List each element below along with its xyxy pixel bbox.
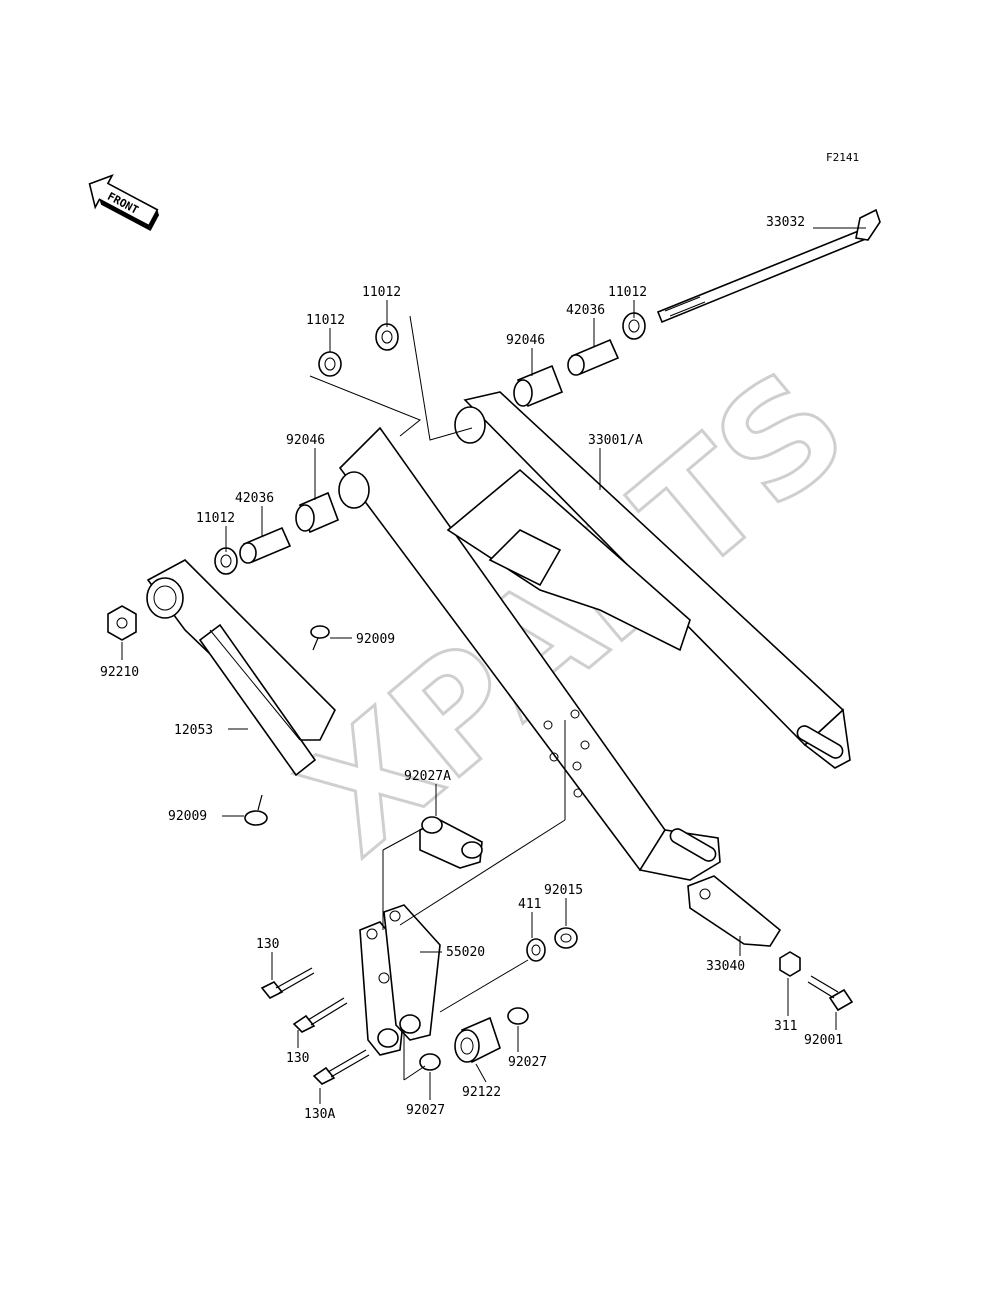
swingarm-body bbox=[338, 391, 851, 881]
bearing-92046-left bbox=[295, 491, 340, 534]
bolt-130A bbox=[312, 1049, 370, 1085]
label-92027A: 92027A bbox=[404, 769, 451, 784]
label-12053: 12053 bbox=[174, 723, 213, 738]
label-92210: 92210 bbox=[100, 665, 139, 680]
label-42036-right: 42036 bbox=[566, 303, 605, 318]
leader-lines bbox=[121, 227, 866, 1104]
label-11012-left: 11012 bbox=[196, 511, 235, 526]
collar-92122 bbox=[454, 1016, 501, 1064]
label-92009-upper: 92009 bbox=[356, 632, 395, 647]
label-92046-right: 92046 bbox=[506, 333, 545, 348]
screw-92009-upper bbox=[310, 625, 330, 651]
bolt-130-mid bbox=[292, 997, 348, 1033]
nut-92210 bbox=[107, 605, 137, 641]
bearing-92046-right bbox=[513, 364, 564, 408]
sleeve-42036-right bbox=[567, 338, 620, 376]
figure-code: F2141 bbox=[826, 151, 859, 164]
label-11012-top: 11012 bbox=[362, 285, 401, 300]
label-33001-A: 33001/A bbox=[588, 433, 643, 448]
label-92046-left: 92046 bbox=[286, 433, 325, 448]
label-130A: 130A bbox=[304, 1107, 335, 1122]
chain-adjuster-33040 bbox=[687, 875, 782, 947]
label-92015: 92015 bbox=[544, 883, 583, 898]
label-311: 311 bbox=[774, 1019, 797, 1034]
nut-311 bbox=[779, 951, 801, 977]
front-arrow-icon: FRONT bbox=[88, 174, 160, 232]
collar-11012-left-upper bbox=[318, 351, 342, 377]
watermark: XPARTS bbox=[271, 338, 878, 887]
nut-92015 bbox=[554, 927, 578, 949]
label-55020: 55020 bbox=[446, 945, 485, 960]
label-92027-bottom: 92027 bbox=[406, 1103, 445, 1118]
chain-guide-12053 bbox=[146, 559, 336, 777]
collar-11012-top bbox=[375, 323, 399, 351]
label-411: 411 bbox=[518, 897, 541, 912]
screw-92009-lower bbox=[244, 794, 268, 826]
label-92122: 92122 bbox=[462, 1085, 501, 1100]
label-11012-left-upper: 11012 bbox=[306, 313, 345, 328]
bracket-55020 bbox=[359, 904, 441, 1056]
label-130-upper: 130 bbox=[256, 937, 279, 952]
pivot-shaft bbox=[656, 208, 881, 324]
bolt-92001 bbox=[807, 975, 854, 1012]
label-42036-left: 42036 bbox=[235, 491, 274, 506]
label-92001: 92001 bbox=[804, 1033, 843, 1048]
label-130-mid: 130 bbox=[286, 1051, 309, 1066]
spacer-92027-right bbox=[507, 1007, 529, 1025]
washer-411 bbox=[526, 938, 546, 962]
spacer-92027A bbox=[419, 816, 483, 869]
label-92027-right: 92027 bbox=[508, 1055, 547, 1070]
label-11012-right: 11012 bbox=[608, 285, 647, 300]
label-33032: 33032 bbox=[766, 215, 805, 230]
label-92009-lower: 92009 bbox=[168, 809, 207, 824]
sleeve-42036-left bbox=[239, 526, 292, 564]
label-33040: 33040 bbox=[706, 959, 745, 974]
bolt-130-upper bbox=[260, 967, 315, 1000]
